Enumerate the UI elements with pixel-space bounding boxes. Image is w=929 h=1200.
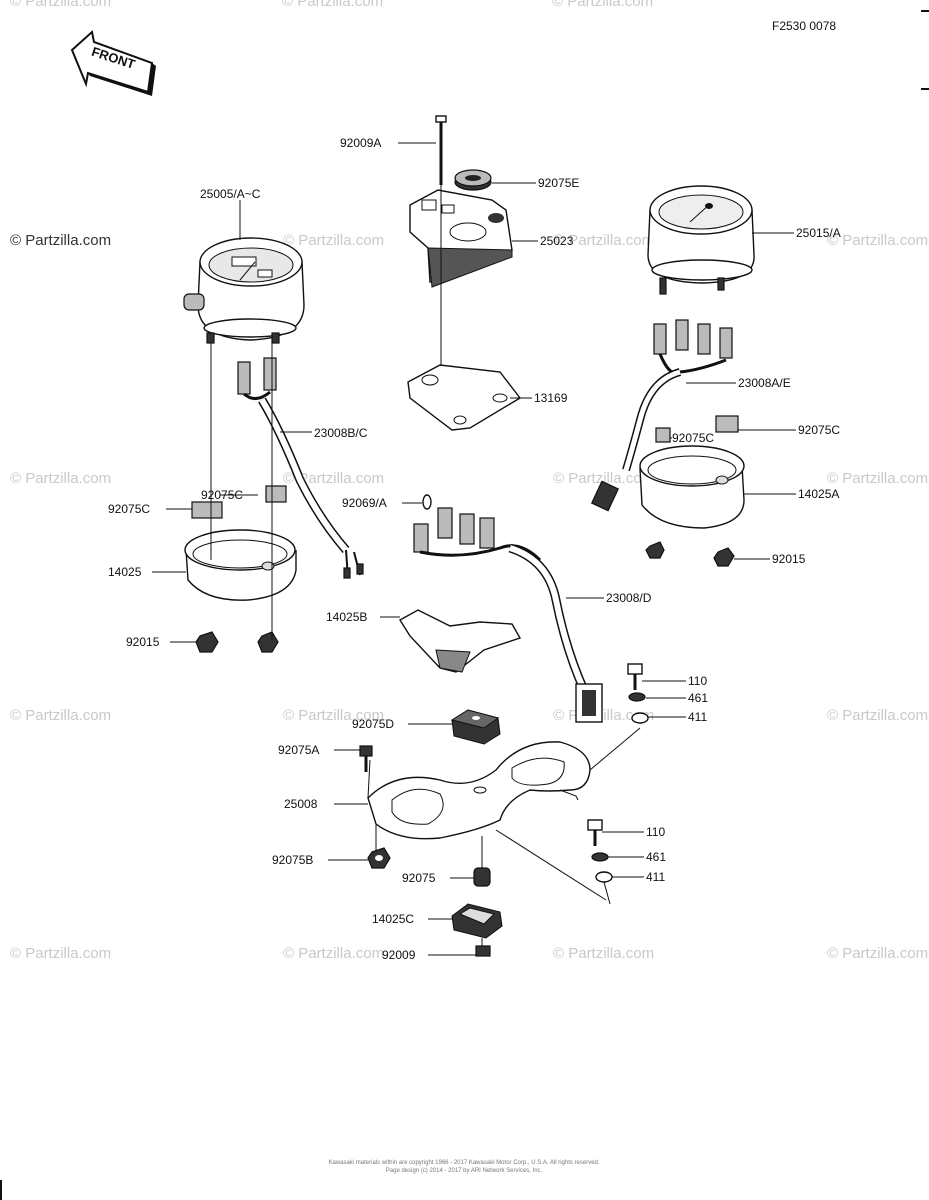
svg-text:© Partzilla.com: © Partzilla.com [283, 232, 384, 249]
svg-text:© Partzilla.com: © Partzilla.com [283, 945, 384, 962]
label-92075[interactable]: 92075 [402, 871, 436, 885]
meter-25015 [647, 185, 755, 295]
label-23008BC[interactable]: 23008B/C [314, 426, 368, 440]
svg-text:© Partzilla.com: © Partzilla.com [10, 470, 111, 487]
label-92015-left[interactable]: 92015 [126, 635, 160, 649]
svg-text:© Partzilla.com: © Partzilla.com [553, 945, 654, 962]
edge-mark [921, 88, 929, 90]
label-25008[interactable]: 25008 [284, 797, 318, 811]
label-25015[interactable]: 25015/A [796, 226, 841, 240]
svg-text:© Partzilla.com: © Partzilla.com [827, 470, 928, 487]
label-23008D[interactable]: 23008/D [606, 591, 652, 605]
case-14025 [184, 340, 297, 653]
label-13169[interactable]: 13169 [534, 391, 568, 405]
label-92075B[interactable]: 92075B [272, 853, 313, 867]
meter-25005 [183, 237, 305, 350]
label-14025A[interactable]: 14025A [798, 487, 839, 501]
bolt-set-upper [627, 663, 649, 724]
label-92009[interactable]: 92009 [382, 948, 416, 962]
label-92015-right[interactable]: 92015 [772, 552, 806, 566]
label-92075C-right-inner[interactable]: 92075C [672, 431, 714, 445]
figure-code: F2530 0078 [772, 19, 836, 33]
label-92069A[interactable]: 92069/A [342, 496, 387, 510]
svg-text:© Partzilla.com: © Partzilla.com [282, 0, 383, 10]
label-14025C[interactable]: 14025C [372, 912, 414, 926]
bracket-14025B [399, 609, 522, 673]
watermark-layer: © Partzilla.com © Partzilla.com © Partzi… [10, 0, 928, 962]
svg-text:© Partzilla.com: © Partzilla.com [283, 470, 384, 487]
label-92009A[interactable]: 92009A [340, 136, 381, 150]
harness-23008BC [237, 357, 364, 579]
bolt-set-lower [587, 819, 613, 905]
watermark-label: © Partzilla.com [10, 232, 111, 249]
case-14025A [639, 415, 745, 567]
label-461-lower[interactable]: 461 [646, 850, 666, 864]
grommet-92075 [473, 836, 491, 887]
edge-mark [0, 1180, 2, 1200]
label-92075C-left[interactable]: 92075C [108, 502, 150, 516]
harness-23008AE [590, 319, 733, 512]
svg-text:© Partzilla.com: © Partzilla.com [553, 232, 654, 249]
svg-text:© Partzilla.com: © Partzilla.com [827, 945, 928, 962]
svg-text:© Partzilla.com: © Partzilla.com [10, 945, 111, 962]
svg-text:© Partzilla.com: © Partzilla.com [283, 707, 384, 724]
label-14025B[interactable]: 14025B [326, 610, 367, 624]
svg-text:© Partzilla.com: © Partzilla.com [827, 232, 928, 249]
leader-lines [152, 142, 796, 956]
svg-text:© Partzilla.com: © Partzilla.com [827, 707, 928, 724]
svg-text:© Partzilla.com: © Partzilla.com [10, 707, 111, 724]
label-110-upper[interactable]: 110 [688, 674, 707, 688]
label-25005[interactable]: 25005/A~C [200, 187, 261, 201]
label-92075A[interactable]: 92075A [278, 743, 319, 757]
screw-92009 [475, 938, 491, 957]
plate-13169 [407, 364, 522, 431]
bracket-25023 [409, 189, 513, 288]
nut-92075B [367, 847, 391, 869]
label-411-lower[interactable]: 411 [646, 870, 665, 884]
label-110-lower[interactable]: 110 [646, 825, 665, 839]
label-92075E[interactable]: 92075E [538, 176, 579, 190]
pad-14025C [451, 903, 503, 939]
label-92075C-right[interactable]: 92075C [798, 423, 840, 437]
svg-text:© Partzilla.com: © Partzilla.com [553, 470, 654, 487]
screw-92009A [435, 115, 447, 378]
label-23008AE[interactable]: 23008A/E [738, 376, 791, 390]
grommet-92075E [454, 169, 492, 191]
edge-mark [921, 10, 929, 12]
label-25023[interactable]: 25023 [540, 234, 574, 248]
svg-text:© Partzilla.com: © Partzilla.com [552, 0, 653, 10]
label-411-upper[interactable]: 411 [688, 710, 707, 724]
screw-92075A [359, 745, 373, 772]
label-92075C-left-top[interactable]: 92075C [201, 488, 243, 502]
harness-23008D [413, 494, 603, 723]
label-461-upper[interactable]: 461 [688, 691, 708, 705]
front-arrow-icon: FRONT [70, 30, 156, 96]
bracket-25008 [367, 727, 641, 901]
footer-copyright: Kawasaki materials within are copyright … [328, 1160, 599, 1166]
footer-design: Page design (c) 2014 - 2017 by ARI Netwo… [386, 1168, 543, 1174]
pad-92075D [450, 709, 501, 745]
svg-text:© Partzilla.com: © Partzilla.com [10, 0, 111, 10]
part-labels: 92009A 92075E 25023 25005/A~C 25015/A 13… [108, 136, 841, 962]
label-92075D[interactable]: 92075D [352, 717, 394, 731]
label-14025[interactable]: 14025 [108, 565, 142, 579]
